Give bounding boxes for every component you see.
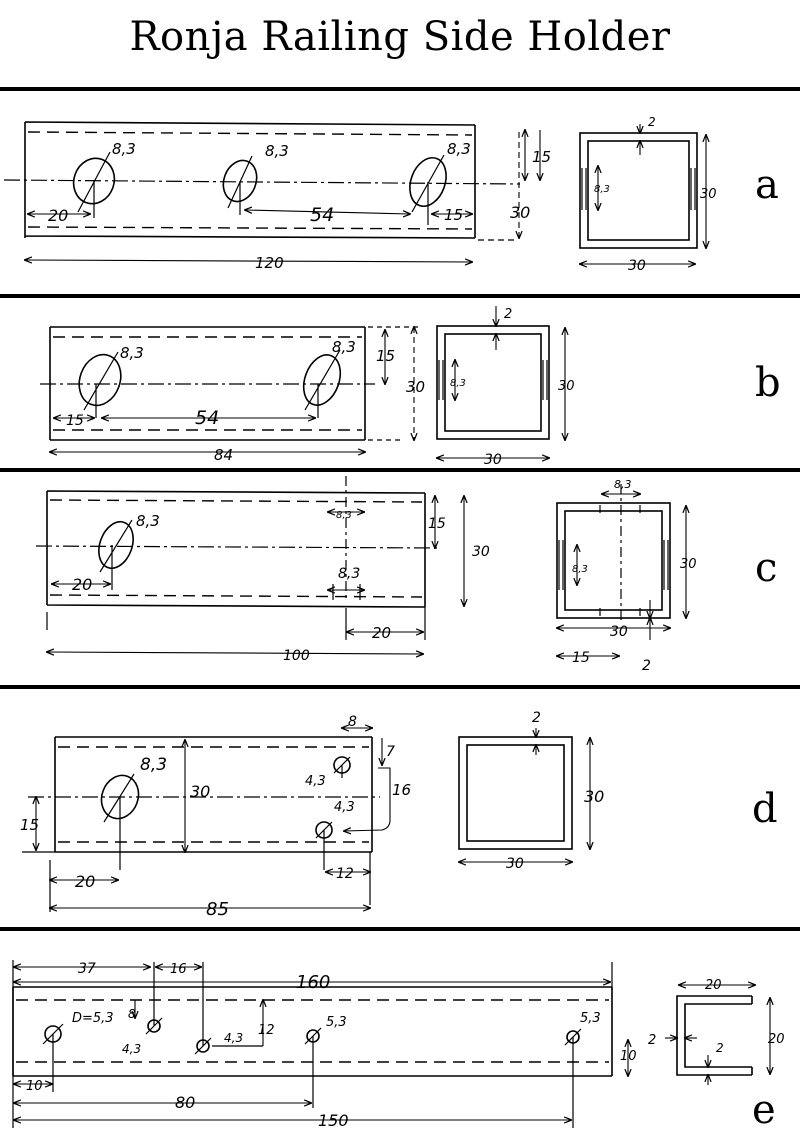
dim-label: 15 — [66, 413, 84, 429]
dim-label: 15 — [572, 650, 590, 666]
section-letter-a: a — [755, 162, 779, 208]
dim-label: 12 — [258, 1023, 275, 1038]
dim-label: 80 — [175, 1093, 195, 1112]
dim-label: 10 — [620, 1049, 637, 1064]
dim-label: 4,3 — [224, 1031, 243, 1045]
dim-label: 8,3 — [265, 142, 289, 160]
dim-label: 2 — [532, 710, 541, 726]
hole — [409, 156, 447, 208]
part-b-side-view: 8,3 8,3 15 54 15 30 84 — [40, 326, 425, 464]
dim-label: 20 — [72, 575, 92, 594]
part-e-cross-section: 20 2 20 2 — [648, 978, 785, 1085]
section-letter-c: c — [755, 545, 778, 591]
dim-label: 30 — [584, 787, 604, 806]
dim-label: 37 — [78, 961, 96, 977]
dim-label: 8,3 — [332, 338, 356, 356]
dim-label: 8,3 — [120, 344, 144, 362]
dim-label: 84 — [214, 446, 233, 464]
dim-label: 8,3 — [112, 140, 136, 158]
dim-label: 54 — [310, 204, 334, 226]
divider — [0, 927, 800, 931]
hole — [302, 354, 342, 406]
dim-label: 30 — [558, 379, 575, 394]
dim-label: 20 — [75, 872, 95, 891]
hole — [78, 353, 122, 407]
dim-label: 5,3 — [580, 1011, 601, 1026]
dim-label: 8,3 — [338, 566, 360, 582]
part-c-cross-section: 8,3 8,3 30 30 15 2 — [556, 478, 697, 674]
dim-label: 8,3 — [140, 755, 167, 775]
dim-label: 30 — [406, 378, 425, 396]
dim-label: 8,3 — [594, 184, 610, 195]
dim-label: 8 — [348, 714, 357, 730]
dim-label: 16 — [170, 962, 187, 977]
dim-label: 30 — [700, 187, 717, 202]
dim-label: 20 — [372, 624, 391, 642]
part-d-cross-section: 2 30 30 — [458, 710, 604, 872]
part-d-side-view: 8,3 8 7 4,3 16 4,3 30 15 20 12 85 — [20, 714, 411, 920]
dim-label: 15 — [20, 816, 39, 834]
section-letter-e: e — [752, 1087, 776, 1133]
dim-label: 8,3 — [336, 510, 352, 521]
dim-label: 30 — [190, 782, 210, 801]
dim-label: 120 — [255, 254, 284, 272]
dim-label: 30 — [680, 557, 697, 572]
section-letter-b: b — [755, 360, 781, 406]
dim-label: 8,3 — [614, 478, 632, 491]
part-a-side-view: 8,3 8,3 8,3 20 54 15 15 30 120 — [3, 121, 551, 272]
dim-label: 15 — [376, 347, 395, 365]
dim-label: 20 — [768, 1032, 785, 1047]
part-e-side-view: 37 16 160 D=5,3 8 4,3 4,3 12 5,3 5,3 10 … — [12, 960, 637, 1130]
dim-label: 100 — [283, 648, 310, 664]
dim-label: 2 — [648, 115, 656, 129]
dim-label: 8,3 — [450, 378, 466, 389]
dim-label: 7 — [386, 744, 395, 760]
dim-label: 85 — [206, 899, 229, 920]
part-b-cross-section: 2 8,3 30 30 — [436, 306, 575, 468]
divider — [0, 468, 800, 472]
dim-label: 30 — [506, 856, 524, 872]
dim-label: 4,3 — [122, 1042, 141, 1056]
dim-label: 15 — [428, 516, 446, 532]
divider — [0, 294, 800, 298]
dim-label: 8,3 — [572, 564, 588, 575]
part-a-cross-section: 2 8,3 30 30 — [579, 115, 717, 274]
dim-label: 16 — [392, 781, 411, 799]
dim-label: 10 — [26, 1079, 43, 1094]
dim-label: 12 — [336, 866, 354, 882]
dim-label: 150 — [318, 1111, 349, 1130]
dim-label: 8,3 — [447, 140, 471, 158]
dim-label: 5,3 — [326, 1015, 347, 1030]
section-letter-d: d — [752, 786, 778, 832]
dim-label: 4,3 — [334, 800, 355, 815]
dim-label: 2 — [642, 658, 651, 674]
dim-label: 30 — [472, 544, 490, 560]
dim-label: 2 — [716, 1041, 724, 1055]
page-title: Ronja Railing Side Holder — [129, 14, 671, 60]
dim-label: 15 — [444, 206, 463, 224]
dim-label: 15 — [532, 148, 551, 166]
hole — [72, 157, 116, 205]
hole — [222, 159, 258, 203]
dim-label: 2 — [648, 1033, 656, 1048]
hole — [100, 774, 140, 820]
dim-label: 20 — [48, 206, 68, 225]
dim-label: 2 — [504, 307, 512, 322]
dim-label: D=5,3 — [72, 1011, 114, 1026]
hole — [98, 520, 134, 570]
divider — [0, 685, 800, 689]
dim-label: 8 — [128, 1007, 136, 1021]
dim-label: 30 — [510, 203, 530, 222]
part-c-side-view: 8,3 8,3 8,3 20 15 30 20 100 — [35, 476, 490, 664]
dim-label: 8,3 — [136, 512, 160, 530]
dim-label: 20 — [705, 978, 722, 993]
dim-label: 30 — [628, 258, 646, 274]
dim-label: 160 — [296, 972, 330, 993]
dim-label: 4,3 — [305, 774, 326, 789]
dim-label: 30 — [610, 624, 628, 640]
dim-label: 54 — [195, 407, 219, 429]
divider — [0, 87, 800, 91]
dim-label: 30 — [484, 452, 502, 468]
